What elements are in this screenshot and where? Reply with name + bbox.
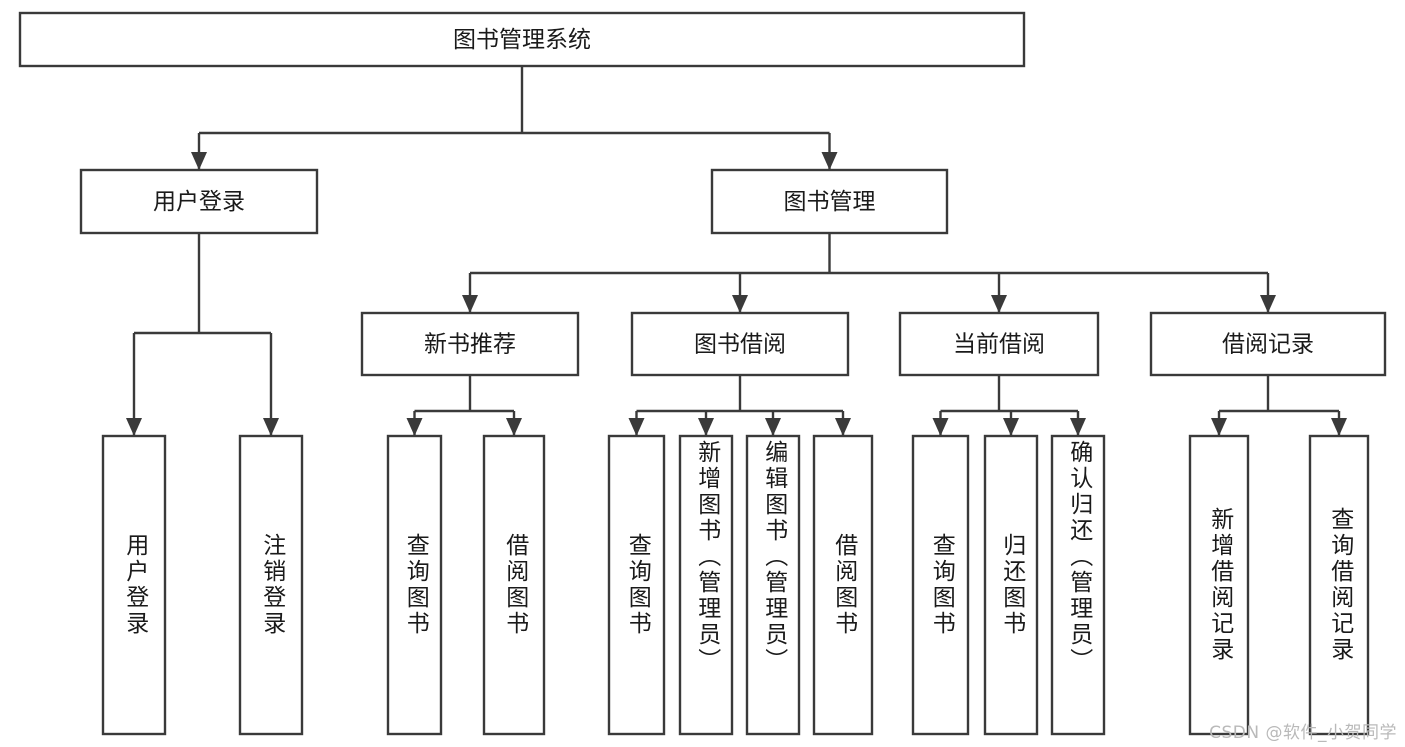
arrow-head-icon [732,295,748,313]
arrow-head-icon [991,295,1007,313]
watermark-text: CSDN @软件_小贺同学 [1209,723,1397,743]
arrow-head-icon [1070,418,1086,436]
arrow-head-icon [406,418,423,436]
node-box-leaf-borrow-book-1[interactable] [482,434,546,736]
node-box-root[interactable] [18,11,1026,68]
node-box-leaf-borrow-book-2[interactable] [812,434,874,736]
node-label-book-manage: 图书管理 [784,189,876,215]
node-box-book-borrow[interactable] [630,311,850,377]
node-box-leaf-logout[interactable] [238,434,304,736]
node-label-current-borrow: 当前借阅 [953,332,1045,358]
node-box-leaf-confirm-return[interactable] [1050,434,1106,736]
arrow-head-icon [506,418,522,436]
arrow-head-icon [263,418,279,436]
node-box-leaf-query-book-1[interactable] [386,434,443,736]
node-box-book-manage[interactable] [710,168,949,235]
node-label-borrow-record: 借阅记录 [1222,332,1314,358]
arrow-head-icon [1260,295,1276,313]
arrow-head-icon [1003,418,1019,436]
node-label-new-book-rec: 新书推荐 [424,332,516,358]
boxes-layer [18,11,1387,736]
arrow-head-icon [1211,418,1227,436]
arrow-head-icon [126,418,142,436]
node-label-user-login: 用户登录 [153,189,245,215]
arrow-head-icon [628,418,645,436]
node-label-book-borrow: 图书借阅 [694,332,786,358]
arrow-head-icon [765,418,781,436]
node-box-new-book-rec[interactable] [360,311,580,377]
edges-layer [126,66,1347,436]
arrow-head-icon [835,418,851,436]
node-box-current-borrow[interactable] [898,311,1100,377]
node-box-borrow-record[interactable] [1149,311,1387,377]
node-box-leaf-query-book-3[interactable] [911,434,970,736]
arrow-head-icon [462,295,478,313]
arrow-head-icon [932,418,949,436]
node-box-leaf-query-record[interactable] [1308,434,1370,736]
node-box-leaf-add-book[interactable] [678,434,734,736]
node-box-leaf-edit-book[interactable] [745,434,801,736]
node-box-leaf-user-login[interactable] [101,434,167,736]
arrow-head-icon [1331,418,1347,436]
arrow-head-icon [821,152,838,170]
node-box-user-login[interactable] [79,168,319,235]
node-box-leaf-add-record[interactable] [1188,434,1250,736]
arrow-head-icon [698,418,714,436]
node-label-root: 图书管理系统 [453,27,591,53]
node-box-leaf-return-book[interactable] [983,434,1039,736]
arrow-head-icon [191,152,207,170]
node-box-leaf-query-book-2[interactable] [607,434,666,736]
